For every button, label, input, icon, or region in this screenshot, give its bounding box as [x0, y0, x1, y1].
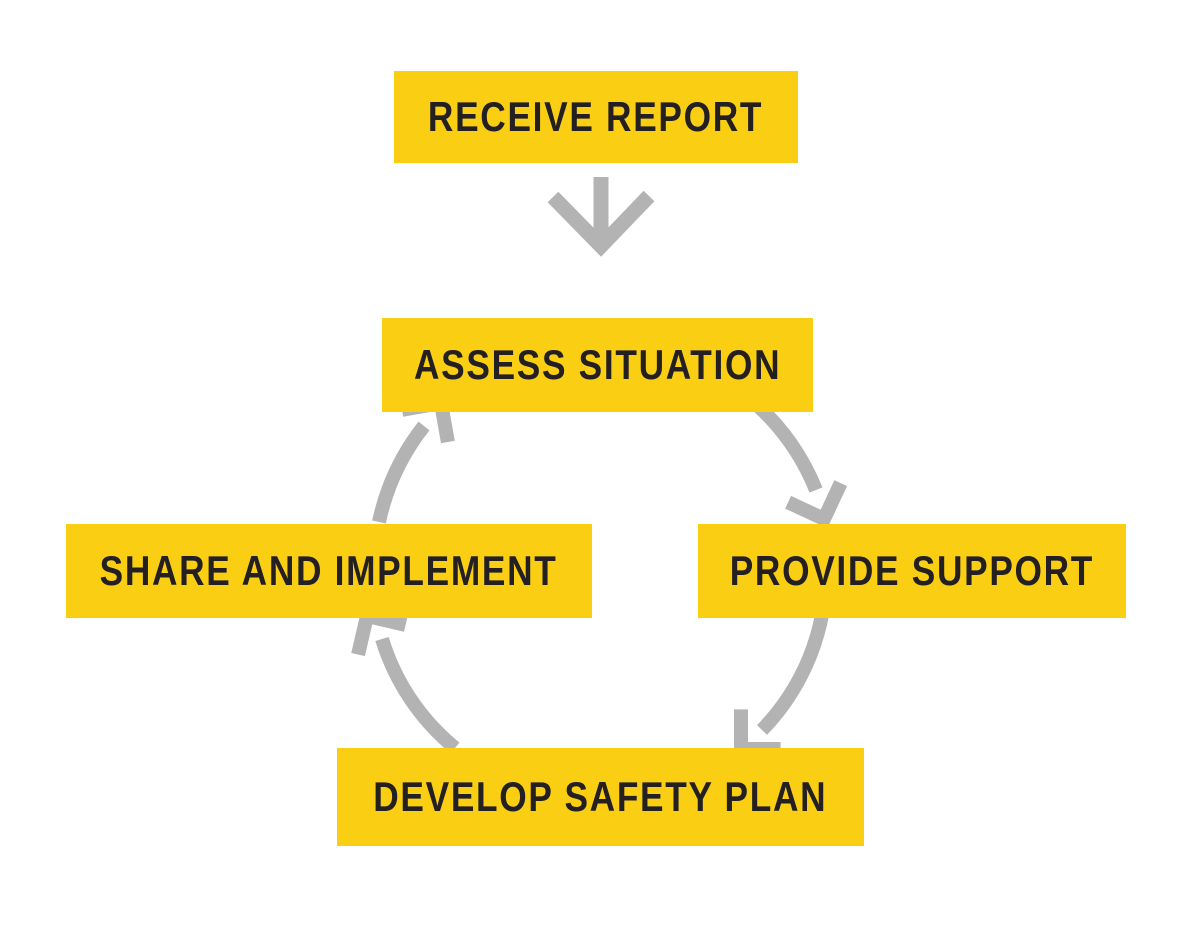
node-provide-support: PROVIDE SUPPORT	[698, 524, 1126, 618]
arrow-provide-to-develop	[734, 613, 829, 756]
node-assess-situation: ASSESS SITUATION	[382, 318, 813, 412]
node-share-and-implement: SHARE AND IMPLEMENT	[66, 524, 592, 618]
node-receive-report: RECEIVE REPORT	[394, 71, 798, 163]
node-develop-safety-plan: DEVELOP SAFETY PLAN	[337, 748, 864, 846]
arrow-develop-to-share	[351, 607, 460, 754]
arrow-receive-to-assess	[547, 177, 655, 257]
node-develop-safety-plan-label: DEVELOP SAFETY PLAN	[373, 773, 828, 820]
arrow-assess-to-provide	[752, 399, 848, 529]
node-assess-situation-label: ASSESS SITUATION	[413, 341, 782, 388]
node-provide-support-label: PROVIDE SUPPORT	[729, 547, 1095, 594]
node-receive-report-label: RECEIVE REPORT	[428, 93, 764, 140]
node-share-and-implement-label: SHARE AND IMPLEMENT	[100, 547, 558, 594]
